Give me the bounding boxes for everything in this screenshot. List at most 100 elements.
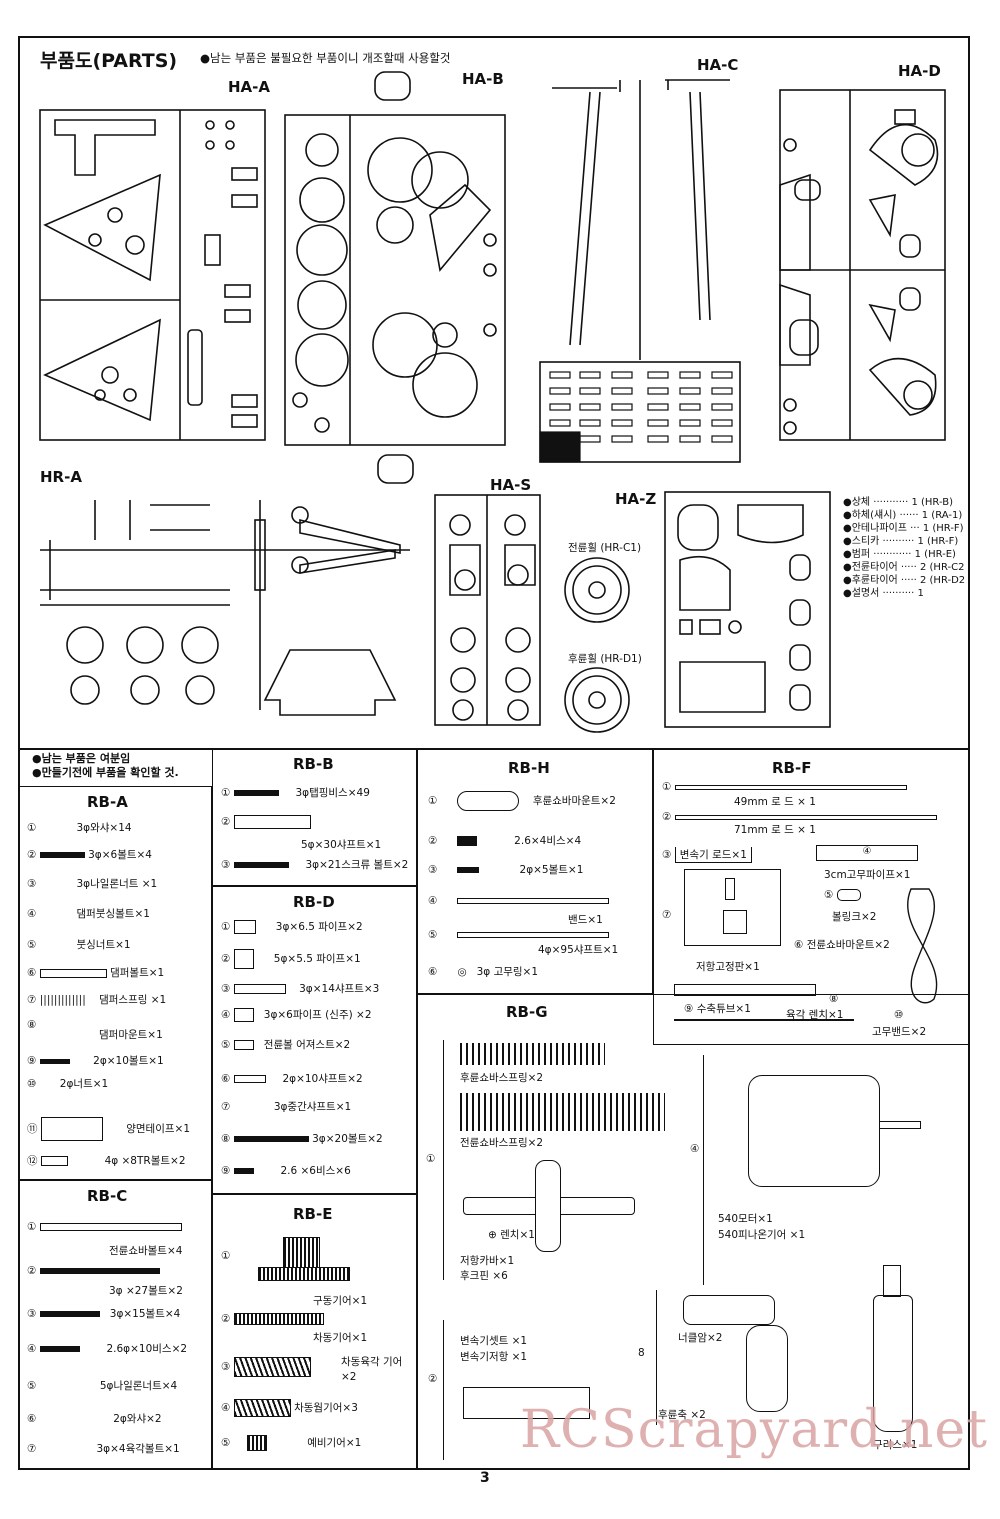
front-spring-drawing <box>460 1043 605 1065</box>
rb-f-item-label: 저항고정판×1 <box>696 961 760 973</box>
rb-c-item: ① <box>27 1221 182 1233</box>
rb-g-item-label: 540모터×1 <box>718 1213 773 1225</box>
rb-c-box: RB-C ① 전륜쇼바볼트×4 ② 3φ ×27볼트×2 ③ 3φ×15볼트×4… <box>18 1180 212 1470</box>
rb-a-item: ⑦ ||||||||||||| 댐퍼스프링 ×1 <box>27 994 167 1006</box>
rb-d-item: ⑤ 전륜볼 어져스트×2 <box>221 1039 351 1051</box>
rb-c-item: ④ 2.6φ×10비스×2 <box>27 1343 188 1355</box>
rb-f-item: ① <box>662 781 907 793</box>
ha-c-sprue <box>539 79 741 463</box>
page-number: 3 <box>480 1470 490 1486</box>
rb-d-item: ③ 3φ×14샤프트×3 <box>221 983 380 995</box>
rb-e-item: ③ <box>221 1357 311 1377</box>
resistor-plate-drawing <box>684 869 781 946</box>
rb-h-item: ⑥ ◎ 3φ 고무링×1 <box>428 966 539 978</box>
sprue-drawings <box>39 71 946 733</box>
rb-f-item: ② <box>662 811 937 823</box>
rb-f-item: ⑦ <box>662 909 672 921</box>
front-wheel-label: 전륜휠 (HR-C1) <box>568 542 642 554</box>
rb-a-title: RB-A <box>87 793 128 811</box>
rb-e-box: RB-E ① 구동기어×1 ② 차동기어×1 ③ 차동육각 기어×2 ④ 차동웜… <box>212 1194 417 1470</box>
rb-g-item-label: 전륜쇼바스프링×2 <box>460 1137 544 1149</box>
header-note: ●남는 부품은 불필요한 부품이니 개조할때 사용할것 <box>200 51 451 65</box>
rb-a-item: ⑩ 2φ너트×1 <box>27 1078 109 1090</box>
rb-h-item: ④ <box>428 895 610 907</box>
rb-a-item: ⑪ 양면테이프×1 <box>27 1117 190 1141</box>
rb-a-item: ⑥ 댐퍼볼트×1 <box>27 967 165 979</box>
sprue-label-ha-d: HA-D <box>898 62 941 80</box>
rb-a-item: ② 3φ×6볼트×4 <box>27 849 152 861</box>
rb-a-box: RB-A ① 3φ와샤×14 ② 3φ×6볼트×4 ③ 3φ나일론너트 ×1 ④… <box>18 786 212 1180</box>
rb-h-item-label: 4φ×95샤프트×1 <box>538 944 619 956</box>
rb-g-item: ② <box>428 1373 438 1385</box>
hex-wrench-drawing <box>674 1019 854 1021</box>
rb-c-item: ⑦ 3φ×4육각볼트×1 <box>27 1443 180 1455</box>
rb-a-item: ① 3φ와샤×14 <box>27 822 132 834</box>
rb-g-item: ① <box>426 1153 436 1165</box>
bag-note-line: ●만들기전에 부품을 확인할 것. <box>32 766 179 779</box>
rb-a-item: ⑤ 붓싱너트×1 <box>27 939 131 951</box>
rb-g-title: RB-G <box>506 1003 548 1021</box>
wheels <box>564 557 630 733</box>
bracket-line <box>703 1055 706 1285</box>
rear-spring-drawing <box>460 1093 665 1131</box>
rb-g-item-label: ⊕ 렌치×1 <box>488 1229 535 1241</box>
legend-item: ●전륜타이어 ····· 2 (HR-C2 <box>843 562 965 573</box>
rb-f-title: RB-F <box>772 759 812 777</box>
legend-item: ●안테나파이프 ··· 1 (HR-F) <box>843 523 964 534</box>
rb-f-item: ⑨ 수축튜브×1 <box>684 1003 751 1015</box>
page-title: 부품도(PARTS) <box>40 50 178 72</box>
rb-e-item-label: 구동기어×1 <box>313 1295 368 1307</box>
rb-a-item: ③ 3φ나일론너트 ×1 <box>27 878 158 890</box>
contents-legend: ●상체 ··········· 1 (HR-B) ●하체(섀시) ······ … <box>843 496 965 600</box>
sprue-label-hr-a: HR-A <box>40 468 82 486</box>
legend-item: ●하체(섀시) ······ 1 (RA-1) <box>843 510 963 521</box>
rb-c-title: RB-C <box>87 1187 128 1205</box>
rb-e-item: ④ 차동웜기어×3 <box>221 1399 358 1417</box>
rb-f-item-label: 육각 렌치×1 <box>786 1009 844 1021</box>
bracket-line <box>443 1320 446 1460</box>
sprue-label-ha-c: HA-C <box>697 56 739 74</box>
rb-a-item-label: 댐퍼마운트×1 <box>99 1029 163 1041</box>
ha-a-sprue <box>39 109 266 441</box>
rb-c-item-label: 전륜쇼바볼트×4 <box>109 1245 183 1257</box>
rb-g-item-label: 변속기저항 ×1 <box>460 1351 528 1363</box>
bag-note: ●남는 부품은 여분임 ●만들기전에 부품을 확인할 것. <box>32 752 179 780</box>
rb-g-item-label: 후륜축 ×2 <box>658 1409 706 1421</box>
rb-b-item: ② <box>221 815 311 829</box>
rear-axle-drawing <box>746 1325 788 1412</box>
legend-item: ●후륜타이어 ····· 2 (HR-D2 <box>843 575 966 586</box>
legend-item: ●상체 ··········· 1 (HR-B) <box>843 497 953 508</box>
rear-wheel-label: 후륜휠 (HR-D1) <box>568 653 642 665</box>
rb-d-item: ④ 3φ×6파이프 (신주) ×2 <box>221 1008 372 1022</box>
bag-note-line: ●남는 부품은 여분임 <box>32 752 131 765</box>
rb-h-item: ② 2.6×4비스×4 <box>428 835 582 847</box>
rb-g-item-label: 너클암×2 <box>678 1332 723 1344</box>
rb-h-item-label: 밴드×1 <box>568 914 603 926</box>
rb-a-item: ⑧ <box>27 1019 37 1031</box>
rb-a-item: ⑨ 2φ×10볼트×1 <box>27 1055 164 1067</box>
sprue-label-ha-s: HA-S <box>490 476 532 494</box>
rb-e-item: ① <box>221 1250 231 1262</box>
legend-item: ●스티카 ·········· 1 (HR-F) <box>843 536 959 547</box>
knuckle-arm-drawing <box>683 1295 775 1325</box>
legend-item: ●설명서 ·········· 1 <box>843 588 924 599</box>
rb-e-item-label: 차동기어×1 <box>313 1332 368 1344</box>
rb-g-item-label: 후크핀 ×6 <box>460 1270 508 1282</box>
rb-c-item: ⑤ 5φ나일론너트×4 <box>27 1380 178 1392</box>
rb-c-item: ③ 3φ×15볼트×4 <box>27 1308 181 1320</box>
rb-e-item-label: 차동육각 기어×2 <box>341 1356 403 1383</box>
motor-drawing <box>748 1075 921 1187</box>
rb-f-item-label: 71mm 로 드 × 1 <box>734 824 816 836</box>
rb-d-item: ⑧ 3φ×20볼트×2 <box>221 1133 383 1145</box>
rb-g-item-label: 구리스×1 <box>873 1439 918 1451</box>
ha-z-sprue <box>664 491 831 728</box>
ha-b-sprue <box>284 71 506 484</box>
legend-item: ●범퍼 ············ 1 (HR-E) <box>843 549 956 560</box>
rb-e-item: ② <box>221 1313 324 1325</box>
rb-b-item-label: 5φ×30샤프트×1 <box>301 839 382 851</box>
rb-f-box: RB-F ① 49mm 로 드 × 1 ② 71mm 로 드 × 1 ③ 변속기… <box>653 748 970 1045</box>
ha-s-sprue <box>434 494 541 726</box>
rb-a-item: ④ 댐퍼붓싱볼트×1 <box>27 908 150 920</box>
drive-gear-drawing <box>258 1237 350 1287</box>
rb-f-item: ⑩ <box>894 1009 904 1021</box>
